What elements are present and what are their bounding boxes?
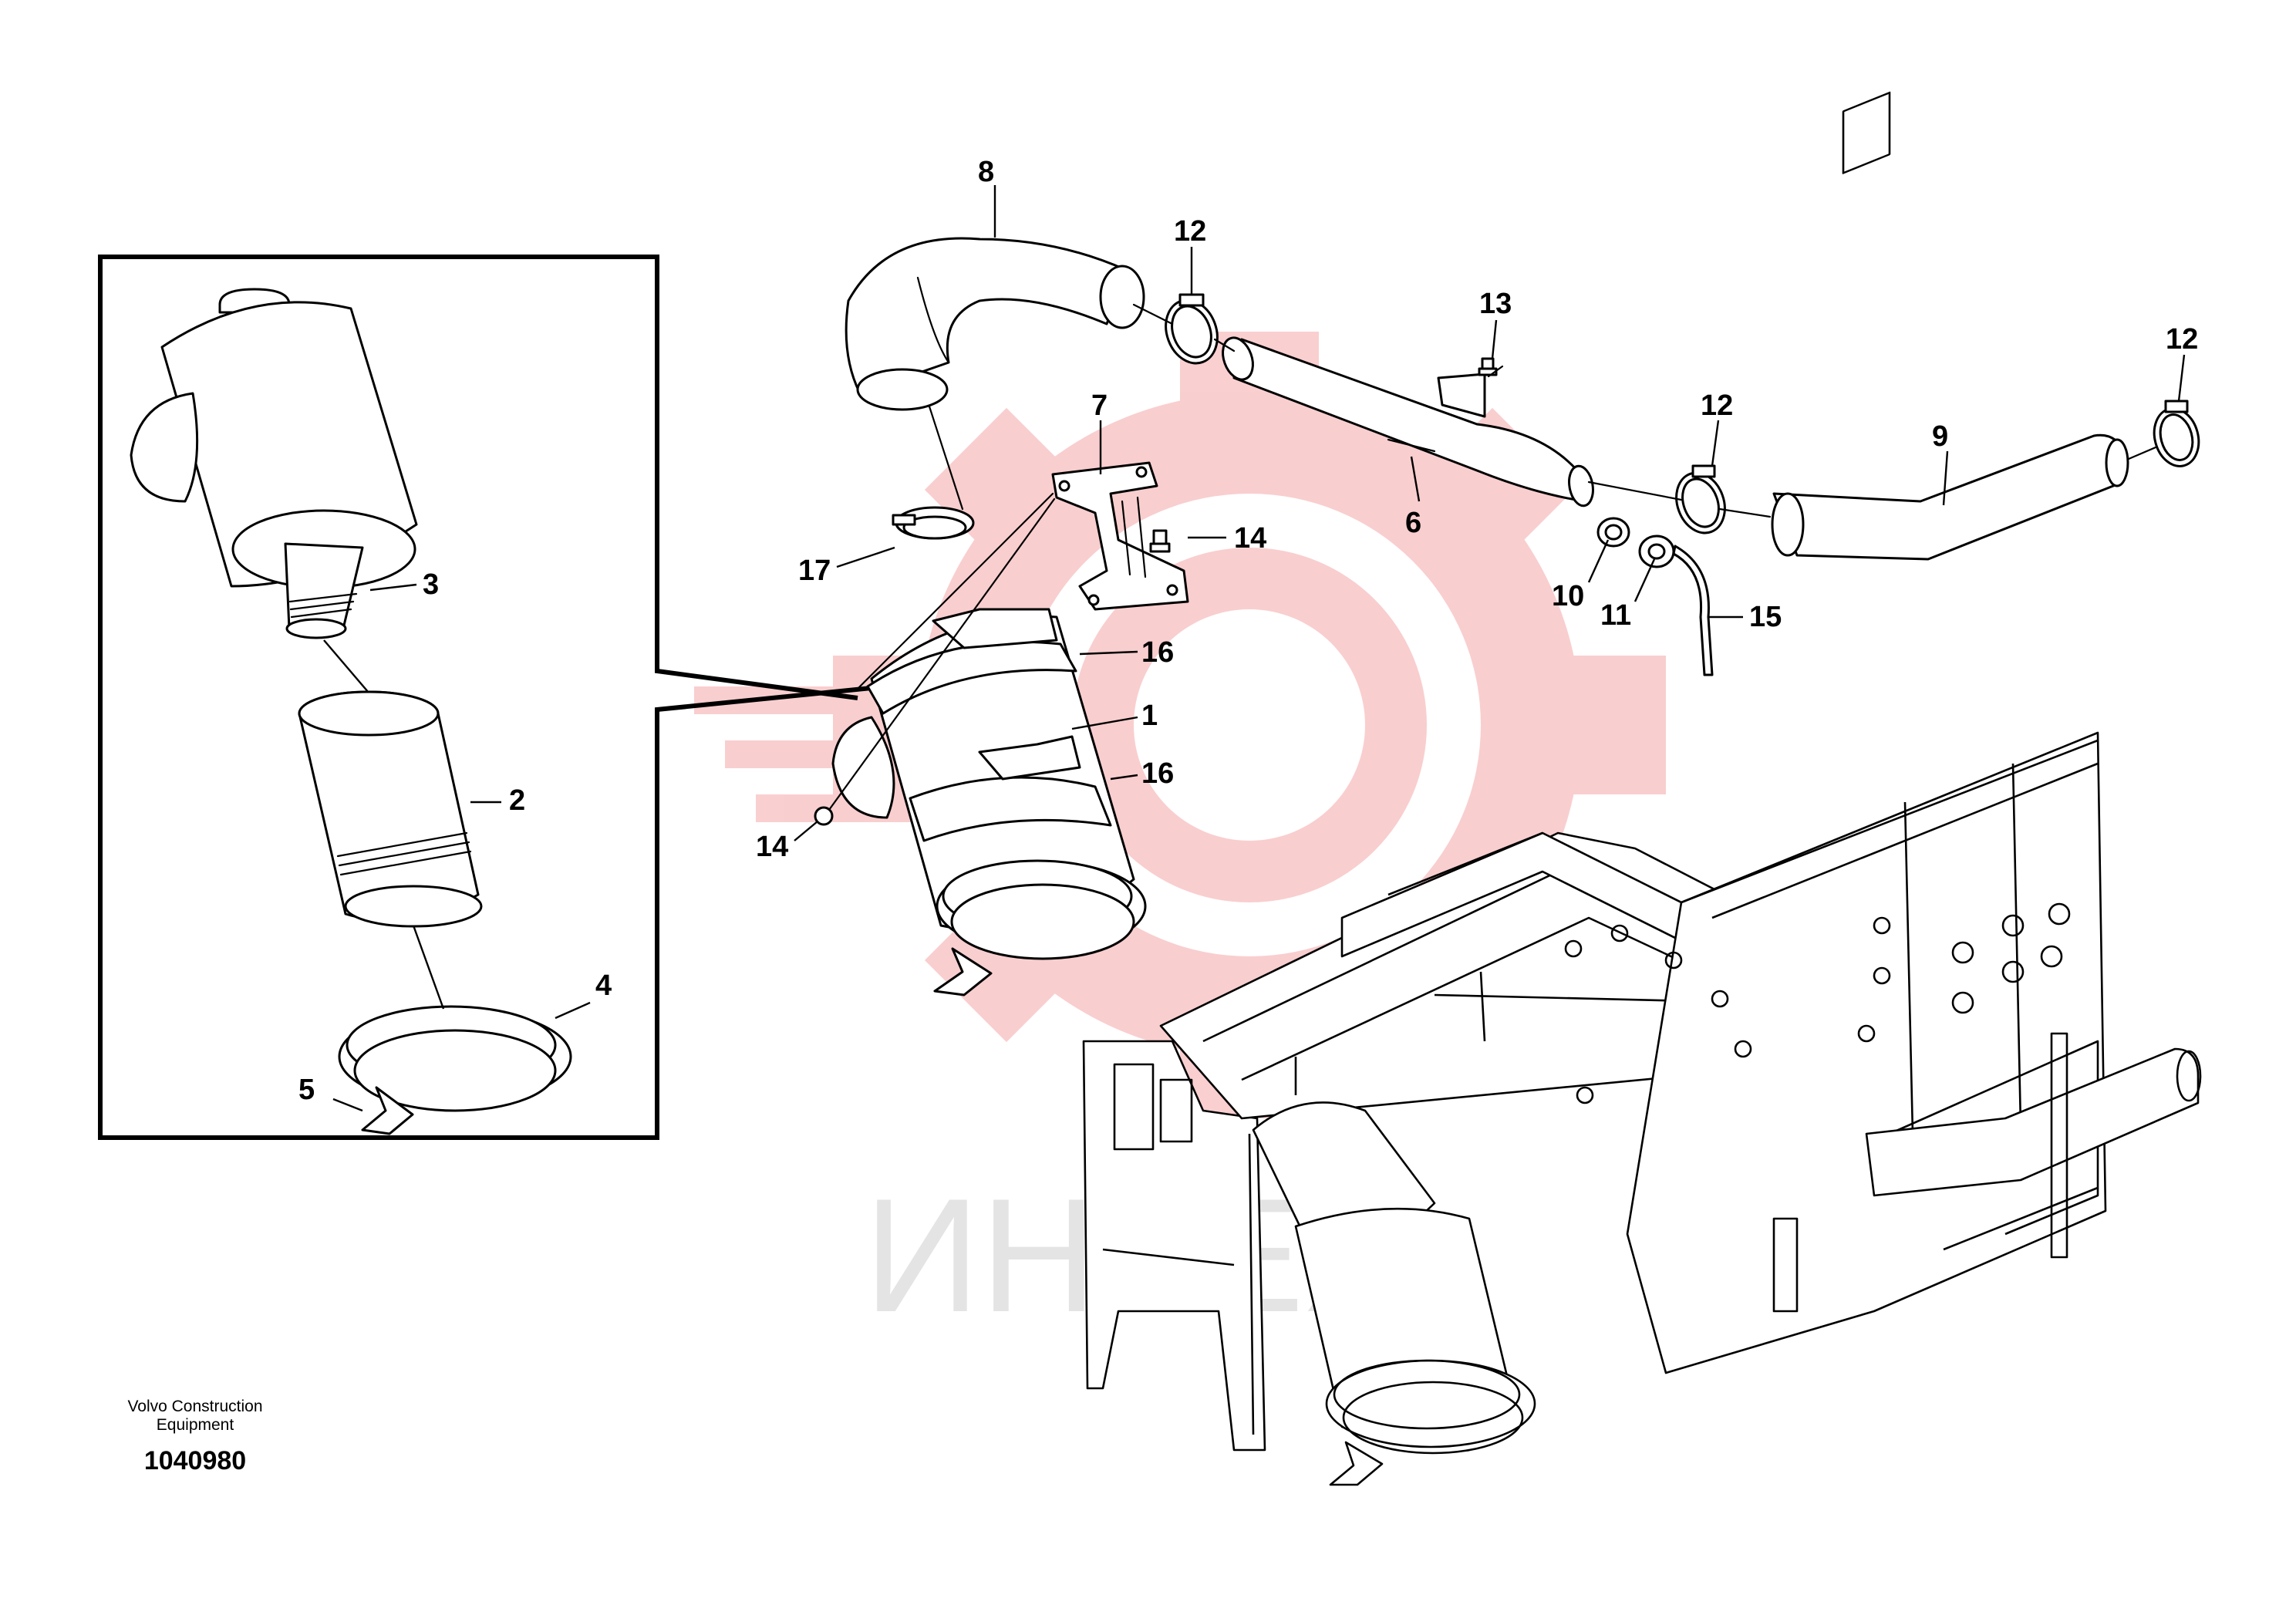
manufacturer-line-1: Volvo Construction — [127, 1398, 262, 1415]
manufacturer-line-2: Equipment — [157, 1416, 234, 1434]
callout-17: 17 — [798, 555, 831, 587]
callout-14-lower: 14 — [756, 831, 788, 863]
callout-10: 10 — [1552, 580, 1584, 612]
callout-6: 6 — [1405, 507, 1421, 539]
callout-15: 15 — [1749, 601, 1782, 633]
callout-8: 8 — [978, 156, 994, 188]
callout-4: 4 — [595, 969, 612, 1002]
callout-3: 3 — [423, 568, 439, 601]
filter-element — [298, 690, 483, 928]
bolt-upper — [1149, 529, 1171, 553]
callout-11: 11 — [1600, 599, 1631, 632]
callout-16-upper: 16 — [1141, 636, 1174, 669]
hose-clamp-12-middle — [1675, 464, 1726, 534]
outlet-pipe — [1771, 433, 2129, 561]
intake-pipe — [1222, 336, 1594, 508]
drawing-number: 1040980 — [144, 1446, 246, 1475]
air-filter-assembly — [831, 608, 1147, 996]
callout-13: 13 — [1479, 288, 1512, 320]
sensor-assembly — [1596, 517, 1714, 676]
callout-7: 7 — [1091, 389, 1108, 422]
callout-5: 5 — [298, 1074, 315, 1106]
hose-clamp-12-right — [2153, 400, 2200, 467]
bolt-lower — [814, 806, 834, 826]
callout-12-middle: 12 — [1701, 389, 1733, 422]
callout-14-upper: 14 — [1234, 522, 1266, 555]
callout-1: 1 — [1141, 700, 1158, 732]
callout-9: 9 — [1932, 420, 1948, 453]
air-cleaner-housing — [130, 288, 418, 639]
hose-clamp-12-left — [1165, 293, 1219, 365]
hose-clamp-17 — [892, 506, 975, 540]
elbow-hose — [845, 237, 1145, 411]
callout-12-left: 12 — [1174, 215, 1206, 248]
callout-12-right: 12 — [2166, 323, 2198, 356]
mounting-bracket — [1051, 461, 1189, 611]
detail-view: 3 2 4 5 — [98, 255, 872, 1140]
callout-16-lower: 16 — [1141, 757, 1174, 790]
machine-frame — [1082, 91, 2202, 1486]
callout-2: 2 — [509, 784, 525, 817]
end-cover — [338, 1005, 572, 1135]
